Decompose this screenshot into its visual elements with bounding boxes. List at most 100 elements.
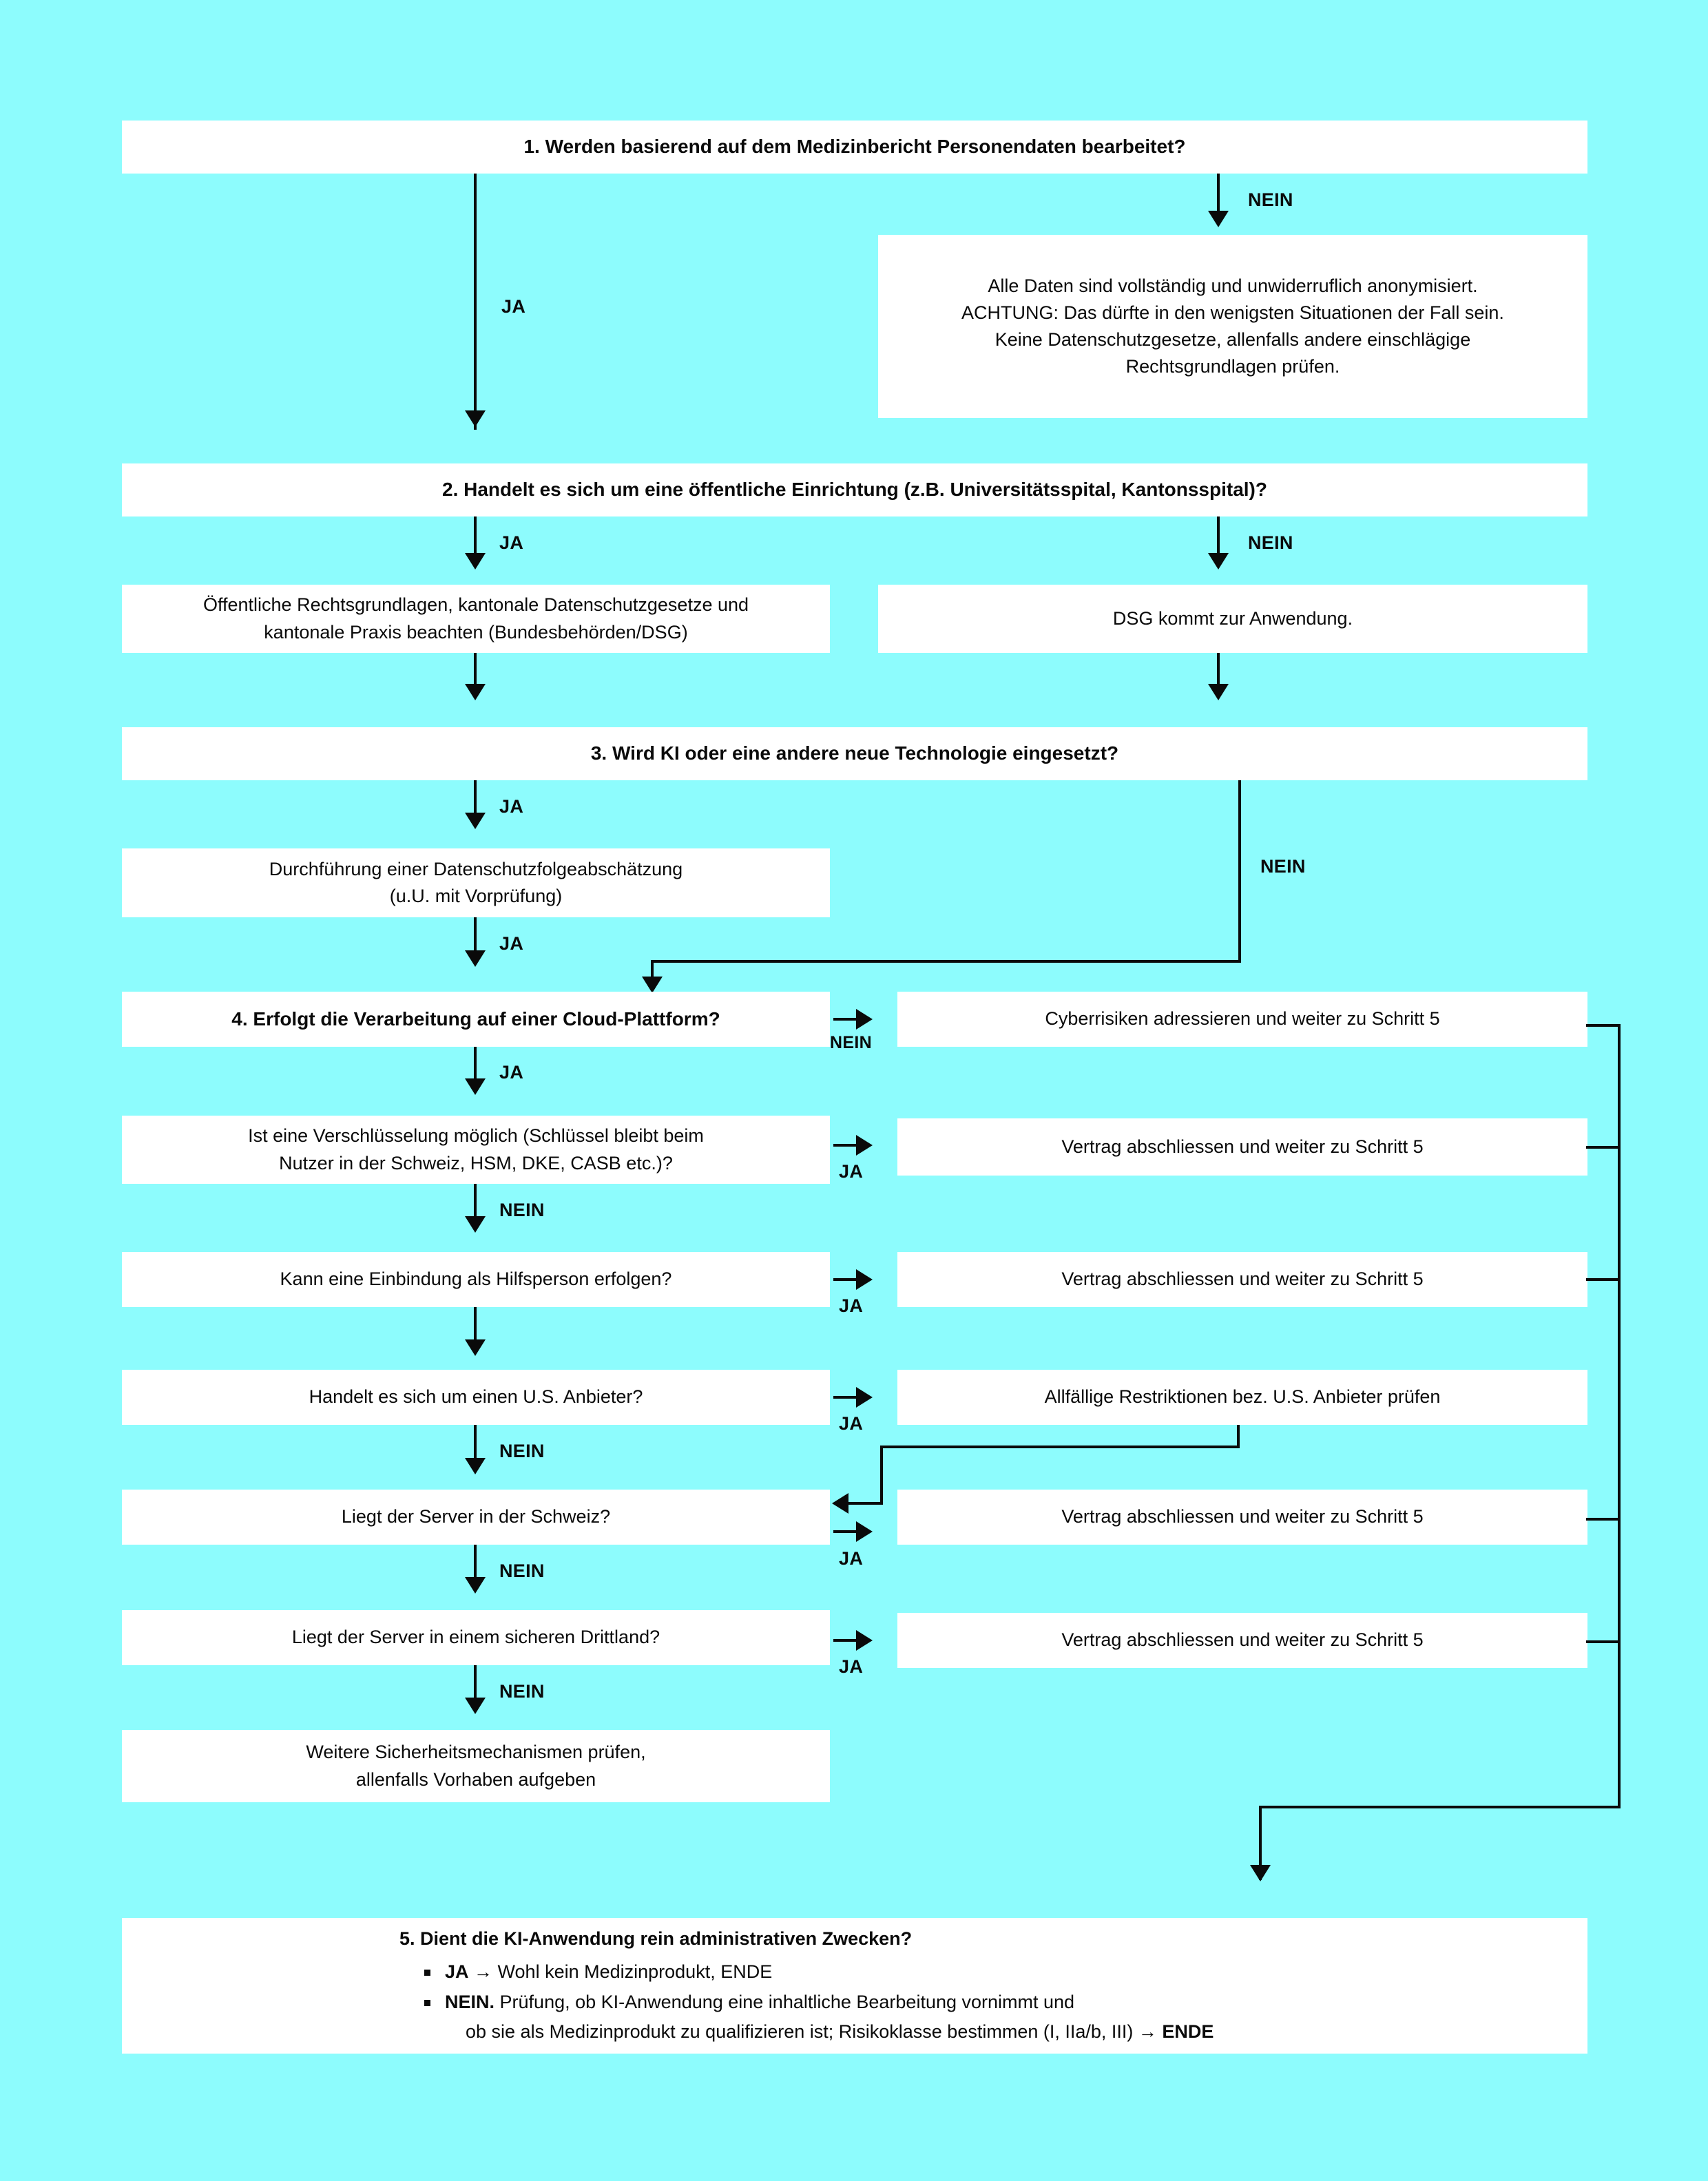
outcome-server-ch-box: Vertrag abschliessen und weiter zu Schri…	[897, 1490, 1587, 1545]
us-provider-ja-arrowhead	[856, 1387, 873, 1408]
outcome-server-ch-text: Vertrag abschliessen und weiter zu Schri…	[1061, 1506, 1424, 1527]
encryption-ja-connector	[833, 1144, 864, 1147]
step1-ja-arrowhead	[465, 410, 486, 427]
hilfsperson-nein-connector	[474, 1307, 477, 1350]
step-3-question-text: 3. Wird KI oder eine andere neue Technol…	[590, 742, 1119, 764]
step-5-end-arrow-icon: →	[1138, 2021, 1157, 2043]
encryption-line-2: Nutzer in der Schweiz, HSM, DKE, CASB et…	[279, 1152, 673, 1173]
rail-to-step5-arrowhead	[1250, 1865, 1271, 1881]
step1-nein-connector	[1217, 174, 1220, 220]
step-2-ja-outcome-box: Öffentliche Rechtsgrundlagen, kantonale …	[122, 585, 830, 653]
step2-ja-line-1: Öffentliche Rechtsgrundlagen, kantonale …	[202, 594, 749, 616]
step3-dsfa-exit-arrowhead	[465, 950, 486, 967]
step1-nein-line-4: Rechtsgrundlagen prüfen.	[1125, 356, 1340, 377]
step2-nein-to-step3-arrowhead	[1208, 684, 1229, 700]
server-third-nein-label: NEIN	[499, 1681, 545, 1702]
outcome-us-provider-text: Allfällige Restriktionen bez. U.S. Anbie…	[1044, 1386, 1441, 1408]
step-5-bullet-list: JA → Wohl kein Medizinprodukt, ENDE NEIN…	[399, 1957, 1214, 2047]
encryption-ja-label: JA	[839, 1161, 864, 1182]
step-5-ja-lead: JA	[445, 1961, 469, 1982]
step1-nein-line-1: Alle Daten sind vollständig und unwiderr…	[988, 275, 1478, 296]
encryption-nein-arrowhead	[465, 1216, 486, 1233]
rail-stub-server-ch	[1586, 1518, 1621, 1521]
server-third-nein-connector	[474, 1665, 477, 1708]
step1-nein-label: NEIN	[1248, 189, 1293, 210]
step-5-nein-rest: Prüfung, ob KI-Anwendung eine inhaltlich…	[499, 1991, 1075, 2012]
step4-nein-connector	[833, 1018, 864, 1021]
step3-nein-horizontal	[651, 960, 1241, 963]
step3-ja-arrowhead	[465, 813, 486, 829]
step2-nein-label: NEIN	[1248, 532, 1293, 553]
server-ch-nein-label: NEIN	[499, 1561, 545, 1581]
step4-nein-text: Cyberrisiken adressieren und weiter zu S…	[1045, 1008, 1440, 1030]
server-ch-nein-arrowhead	[465, 1577, 486, 1594]
outcome-hilfsperson-box: Vertrag abschliessen und weiter zu Schri…	[897, 1252, 1587, 1307]
step-5-nein-second-line: ob sie als Medizinprodukt zu qualifizier…	[466, 2021, 1134, 2043]
question-hilfsperson-box: Kann eine Einbindung als Hilfsperson erf…	[122, 1252, 830, 1307]
step-1-question-text: 1. Werden basierend auf dem Medizinberic…	[523, 136, 1186, 158]
step3-nein-vertical	[1238, 780, 1241, 963]
step2-nein-to-step3-connector	[1217, 653, 1220, 693]
step-5-end-marker: ENDE	[1162, 2021, 1214, 2043]
step3-nein-drop	[651, 960, 654, 989]
step1-ja-label: JA	[501, 296, 526, 317]
step-5-content: 5. Dient die KI-Anwendung rein administr…	[399, 1924, 1214, 2047]
server-third-ja-label: JA	[839, 1656, 864, 1677]
server-ch-nein-connector	[474, 1545, 477, 1587]
step2-ja-line-2: kantonale Praxis beachten (Bundesbehörde…	[264, 621, 688, 643]
server-ch-ja-connector	[833, 1530, 864, 1533]
us-loopback-arrowhead	[832, 1493, 848, 1514]
step-1-question-box: 1. Werden basierend auf dem Medizinberic…	[122, 121, 1587, 174]
outcome-encryption-box: Vertrag abschliessen und weiter zu Schri…	[897, 1118, 1587, 1176]
step-5-nein-second-line-wrap: ob sie als Medizinprodukt zu qualifizier…	[445, 2017, 1214, 2047]
final-security-line-2: allenfalls Vorhaben aufgeben	[355, 1768, 596, 1790]
outcome-hilfsperson-text: Vertrag abschliessen und weiter zu Schri…	[1061, 1269, 1424, 1290]
question-us-provider-box: Handelt es sich um einen U.S. Anbieter?	[122, 1370, 830, 1425]
hilfsperson-ja-connector	[833, 1278, 864, 1281]
question-server-ch-box: Liegt der Server in der Schweiz?	[122, 1490, 830, 1545]
server-third-text: Liegt der Server in einem sicheren Dritt…	[291, 1627, 660, 1648]
step-4-question-box: 4. Erfolgt die Verarbeitung auf einer Cl…	[122, 992, 830, 1047]
step-1-nein-outcome-box: Alle Daten sind vollständig und unwiderr…	[878, 235, 1587, 418]
step-5-ja-arrow-icon: →	[474, 1961, 493, 1982]
step1-nein-arrowhead	[1208, 211, 1229, 227]
step1-ja-connector	[474, 174, 477, 430]
step-5-title: 5. Dient die KI-Anwendung rein administr…	[399, 1928, 913, 1950]
us-provider-ja-label: JA	[839, 1413, 864, 1434]
us-loopback-vertical	[1237, 1425, 1240, 1448]
step-2-question-box: 2. Handelt es sich um eine öffentliche E…	[122, 463, 1587, 516]
outcome-us-provider-box: Allfällige Restriktionen bez. U.S. Anbie…	[897, 1370, 1587, 1425]
rail-stub-encryption	[1586, 1146, 1621, 1149]
rail-stub-hilfsperson	[1586, 1278, 1621, 1281]
server-third-nein-arrowhead	[465, 1698, 486, 1714]
step2-ja-to-step3-arrowhead	[465, 684, 486, 700]
step2-nein-arrowhead	[1208, 553, 1229, 570]
encryption-line-1: Ist eine Verschlüsselung möglich (Schlüs…	[248, 1125, 704, 1147]
server-ch-ja-arrowhead	[856, 1521, 873, 1542]
step4-ja-arrowhead	[465, 1078, 486, 1095]
step4-nein-arrowhead	[856, 1009, 873, 1030]
step-3-ja-outcome-box: Durchführung einer Datenschutzfolgeabsch…	[122, 848, 830, 917]
encryption-nein-connector	[474, 1184, 477, 1227]
step4-ja-label: JA	[499, 1062, 524, 1083]
hilfsperson-nein-arrowhead	[465, 1339, 486, 1356]
outcome-server-third-box: Vertrag abschliessen und weiter zu Schri…	[897, 1613, 1587, 1668]
step3-dsfa-exit-label: JA	[499, 933, 524, 954]
outcome-encryption-text: Vertrag abschliessen und weiter zu Schri…	[1061, 1136, 1424, 1157]
rail-to-step5-drop	[1259, 1806, 1262, 1880]
step2-ja-to-step3-connector	[474, 653, 477, 693]
step2-ja-label: JA	[499, 532, 524, 553]
rail-stub-cyber	[1586, 1024, 1621, 1027]
step2-ja-arrowhead	[465, 553, 486, 570]
encryption-ja-arrowhead	[856, 1135, 873, 1156]
step-4-nein-outcome-box: Cyberrisiken adressieren und weiter zu S…	[897, 992, 1587, 1047]
hilfsperson-ja-label: JA	[839, 1295, 864, 1316]
step2-nein-text: DSG kommt zur Anwendung.	[1112, 607, 1353, 629]
rail-stub-server-third	[1586, 1640, 1621, 1643]
us-provider-nein-connector	[474, 1425, 477, 1468]
step-2-question-text: 2. Handelt es sich um eine öffentliche E…	[442, 479, 1267, 501]
step4-nein-label: NEIN	[830, 1033, 872, 1052]
step3-ja-connector	[474, 780, 477, 823]
hilfsperson-text: Kann eine Einbindung als Hilfsperson erf…	[280, 1269, 672, 1290]
